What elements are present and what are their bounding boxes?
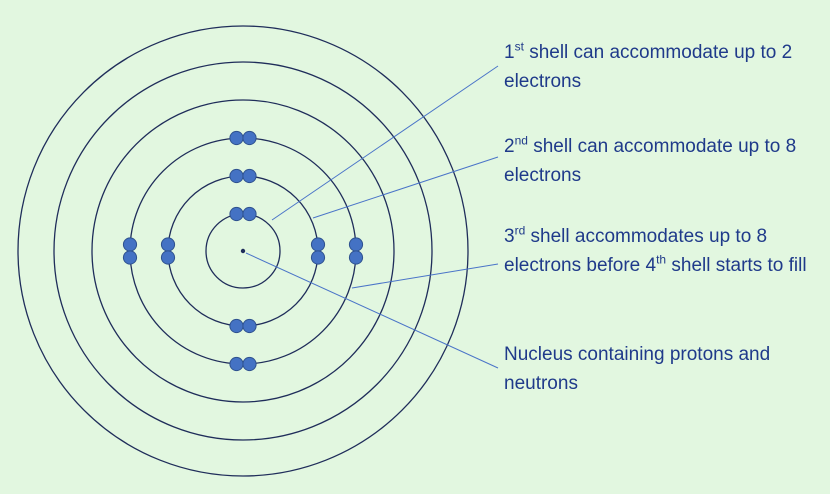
shell-4-circle <box>91 99 395 403</box>
shell-6-circle <box>17 25 469 477</box>
label-first-shell: 1st shell can accommodate up to 2 electr… <box>504 39 793 92</box>
electrons <box>122 130 364 372</box>
electron <box>242 318 257 334</box>
label-third-shell: 3rd shell accommodates up to 8 electrons… <box>504 223 807 276</box>
label-nucleus: Nucleus containing protons and neutrons <box>504 344 771 394</box>
leader-line-nucleus <box>245 252 499 369</box>
shell-5-circle <box>53 61 433 441</box>
electron <box>122 250 138 265</box>
electron <box>348 250 364 265</box>
electron <box>229 130 244 146</box>
label-second-shell: 2nd shell can accommodate up to 8 electr… <box>504 133 797 186</box>
leader-line-third-shell <box>351 263 499 289</box>
leader-lines <box>245 65 499 369</box>
electron <box>229 206 244 222</box>
electron <box>242 130 257 146</box>
electron <box>242 356 257 372</box>
electron <box>242 206 257 222</box>
leader-line-second-shell <box>312 156 499 219</box>
electron <box>229 356 244 372</box>
electron <box>229 168 244 184</box>
nucleus-dot <box>240 248 246 254</box>
electron <box>160 237 176 252</box>
electron <box>310 250 326 265</box>
electron <box>348 237 364 252</box>
leader-line-first-shell <box>271 65 499 221</box>
electron <box>242 168 257 184</box>
electron <box>310 237 326 252</box>
electron <box>229 318 244 334</box>
electron <box>160 250 176 265</box>
electron <box>122 237 138 252</box>
